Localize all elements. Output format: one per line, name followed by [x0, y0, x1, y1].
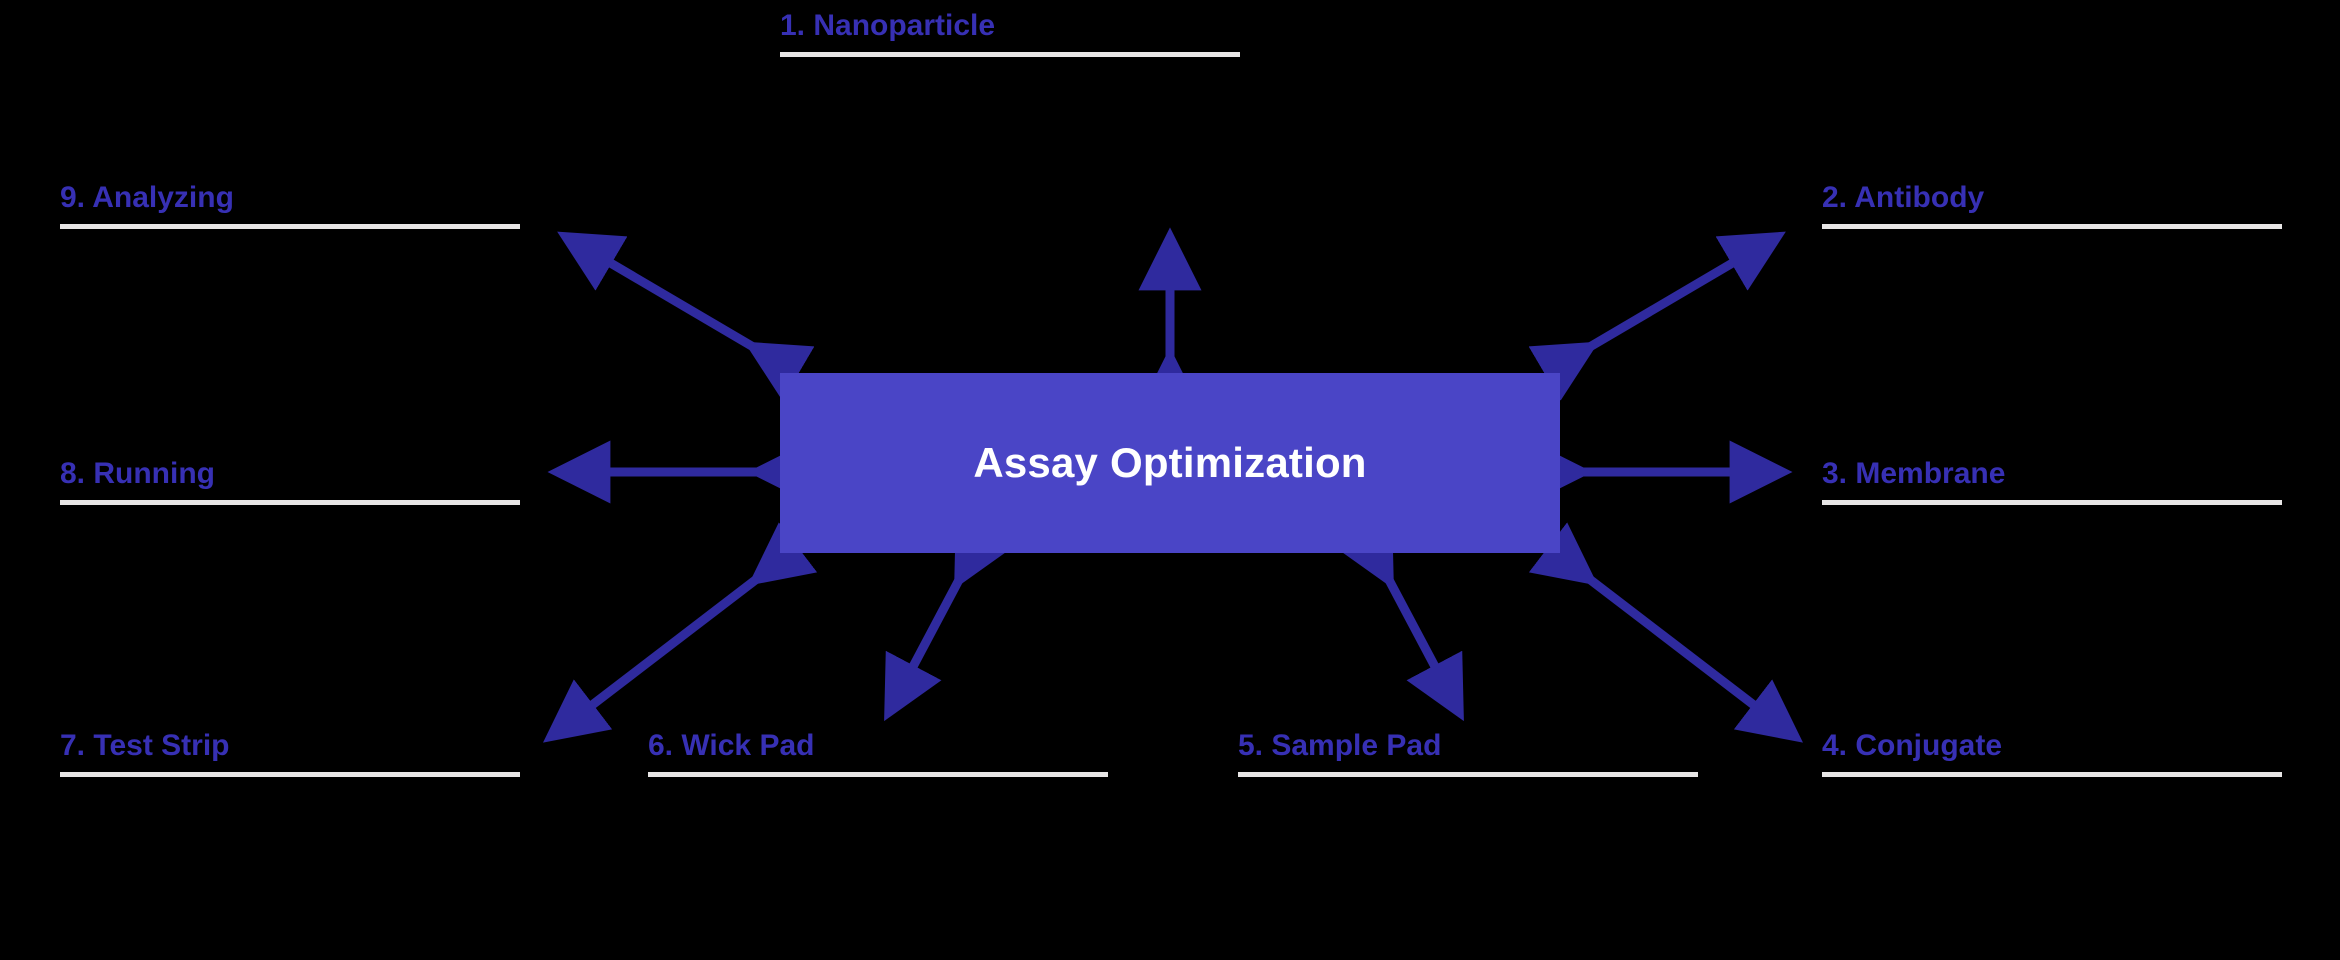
connector-antibody [1528, 231, 1786, 401]
node-antibody-label: 2. Antibody [1822, 181, 1985, 214]
node-running-underline [60, 499, 520, 505]
node-sample-pad-label: 5. Sample Pad [1238, 729, 1442, 762]
node-conjugate-underline [1822, 771, 2282, 777]
node-test-strip[interactable]: 7. Test Strip [60, 730, 520, 777]
node-membrane[interactable]: 3. Membrane [1822, 458, 2282, 505]
node-conjugate-label: 4. Conjugate [1822, 729, 2003, 762]
node-nanoparticle-underline [780, 51, 1240, 57]
node-wick-pad-label: 6. Wick Pad [648, 729, 815, 762]
node-antibody-underline [1822, 223, 2282, 229]
node-wick-pad[interactable]: 6. Wick Pad [648, 730, 1108, 777]
node-analyzing-underline [60, 223, 520, 229]
node-wick-pad-underline [648, 771, 1108, 777]
node-test-strip-underline [60, 771, 520, 777]
node-conjugate[interactable]: 4. Conjugate [1822, 730, 2282, 777]
connector-analyzing [557, 231, 815, 401]
node-sample-pad-underline [1238, 771, 1698, 777]
node-membrane-label: 3. Membrane [1822, 457, 2006, 490]
center-node-label: Assay Optimization [973, 439, 1367, 486]
connector-wick-pad [884, 518, 1012, 722]
node-test-strip-label: 7. Test Strip [60, 729, 230, 762]
node-nanoparticle-label: 1. Nanoparticle [780, 9, 996, 42]
node-membrane-underline [1822, 499, 2282, 505]
connector-sample-pad [1336, 518, 1464, 722]
node-analyzing-label: 9. Analyzing [60, 181, 234, 214]
node-running[interactable]: 8. Running [60, 458, 520, 505]
connector-conjugate [1528, 522, 1804, 743]
node-analyzing[interactable]: 9. Analyzing [60, 182, 520, 229]
node-running-label: 8. Running [60, 457, 215, 490]
connector-test-strip [542, 522, 818, 743]
node-sample-pad[interactable]: 5. Sample Pad [1238, 730, 1698, 777]
node-antibody[interactable]: 2. Antibody [1822, 182, 2282, 229]
center-node-assay-optimization[interactable]: Assay Optimization [780, 373, 1560, 553]
node-nanoparticle[interactable]: 1. Nanoparticle [780, 10, 1240, 57]
